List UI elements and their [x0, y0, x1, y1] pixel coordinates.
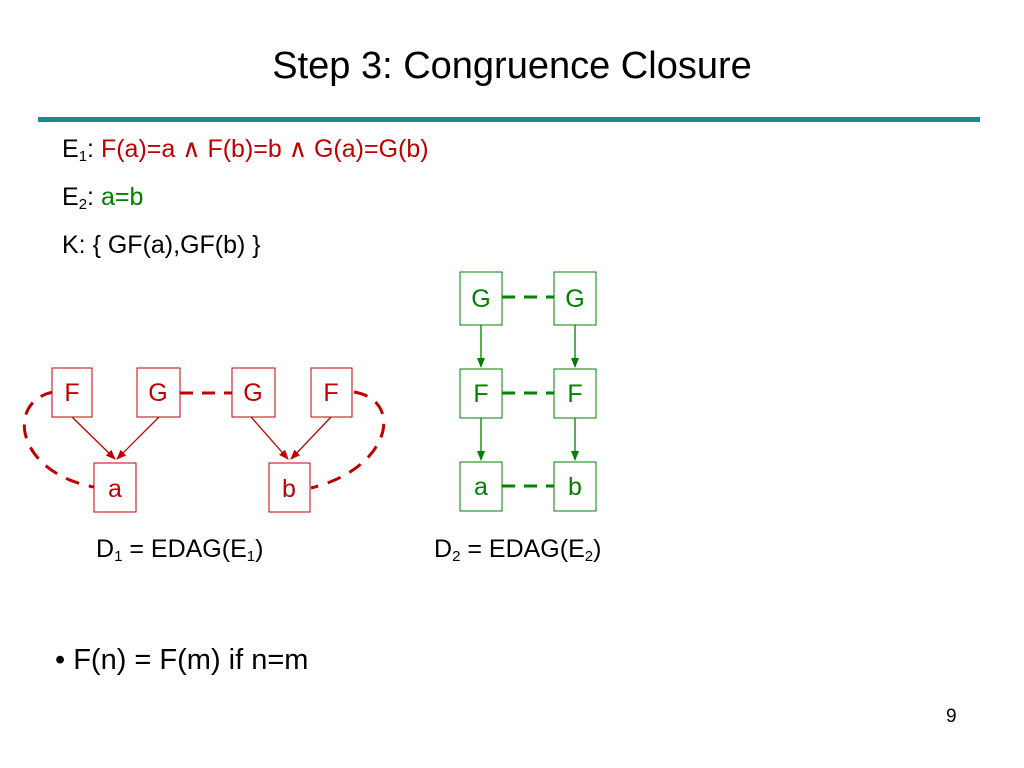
equation-e1: E1: F(a)=a ∧ F(b)=b ∧ G(a)=G(b): [62, 132, 429, 166]
caption-d2-post: ): [593, 535, 602, 563]
equiv-d1-f2-b: [310, 390, 386, 490]
edge-d1-f2-b: [290, 416, 332, 460]
edge-d1-g1-a: [116, 416, 160, 460]
caption-d2-sub2: 2: [584, 548, 594, 565]
e1-colon: :: [87, 135, 101, 163]
e2-colon: :: [87, 183, 101, 211]
caption-d1: D1 = EDAG(E1): [96, 532, 263, 566]
node-d2-f2: [553, 368, 597, 419]
node-d1-g2: [231, 367, 276, 418]
node-d1-f2: [310, 367, 353, 418]
caption-d1-post: ): [255, 535, 264, 563]
label-d1-f2: F: [323, 379, 338, 407]
node-d1-a: [93, 462, 137, 513]
label-d1-f1: F: [64, 379, 79, 407]
slide-title: Step 3: Congruence Closure: [272, 45, 752, 87]
e2-formula: a=b: [100, 183, 144, 211]
label-d2-f1: F: [473, 380, 488, 408]
term-set-k: K: { GF(a),GF(b) }: [62, 231, 261, 259]
e2-label: E: [62, 183, 79, 211]
caption-d2-sub1: 2: [452, 548, 461, 565]
e1-subscript: 1: [78, 148, 88, 165]
title-divider: [38, 117, 980, 122]
label-d2-a: a: [474, 473, 488, 501]
equation-e2: E2: a=b: [62, 180, 143, 214]
node-d2-g2: [553, 271, 597, 326]
bullet-congruence-rule: • F(n) = F(m) if n=m: [55, 644, 309, 676]
label-d1-g1: G: [148, 379, 167, 407]
e1-formula: F(a)=a ∧ F(b)=b ∧ G(a)=G(b): [100, 135, 429, 163]
node-d2-a: [459, 461, 503, 512]
label-d2-f2: F: [567, 380, 582, 408]
page-number: 9: [946, 706, 957, 727]
caption-d1-sub2: 1: [246, 548, 256, 565]
e1-label: E: [62, 135, 79, 163]
caption-d2-mid: = EDAG(E: [460, 535, 585, 563]
node-d2-b: [553, 461, 597, 512]
node-d2-g1: [459, 271, 503, 326]
label-d1-b: b: [282, 475, 296, 503]
diagram-d2: [459, 271, 597, 512]
node-d1-f1: [51, 367, 93, 418]
caption-d1-pre: D: [96, 535, 115, 563]
caption-d2-pre: D: [434, 535, 453, 563]
caption-d1-mid: = EDAG(E: [122, 535, 247, 563]
label-d1-g2: G: [243, 379, 262, 407]
caption-d1-sub1: 1: [114, 548, 123, 565]
edge-d1-g2-b: [250, 416, 289, 460]
label-d2-b: b: [568, 473, 582, 501]
label-d2-g1: G: [471, 285, 490, 313]
e2-subscript: 2: [78, 196, 88, 213]
equiv-d1-f1-a: [22, 390, 95, 489]
node-d2-f1: [459, 368, 503, 419]
caption-d2: D2 = EDAG(E2): [434, 532, 601, 566]
label-d1-a: a: [108, 475, 122, 503]
edge-d1-f1-a: [71, 416, 116, 460]
diagram-d1: [22, 367, 386, 513]
node-d1-b: [268, 462, 311, 513]
label-d2-g2: G: [565, 285, 584, 313]
node-d1-g1: [136, 367, 181, 418]
